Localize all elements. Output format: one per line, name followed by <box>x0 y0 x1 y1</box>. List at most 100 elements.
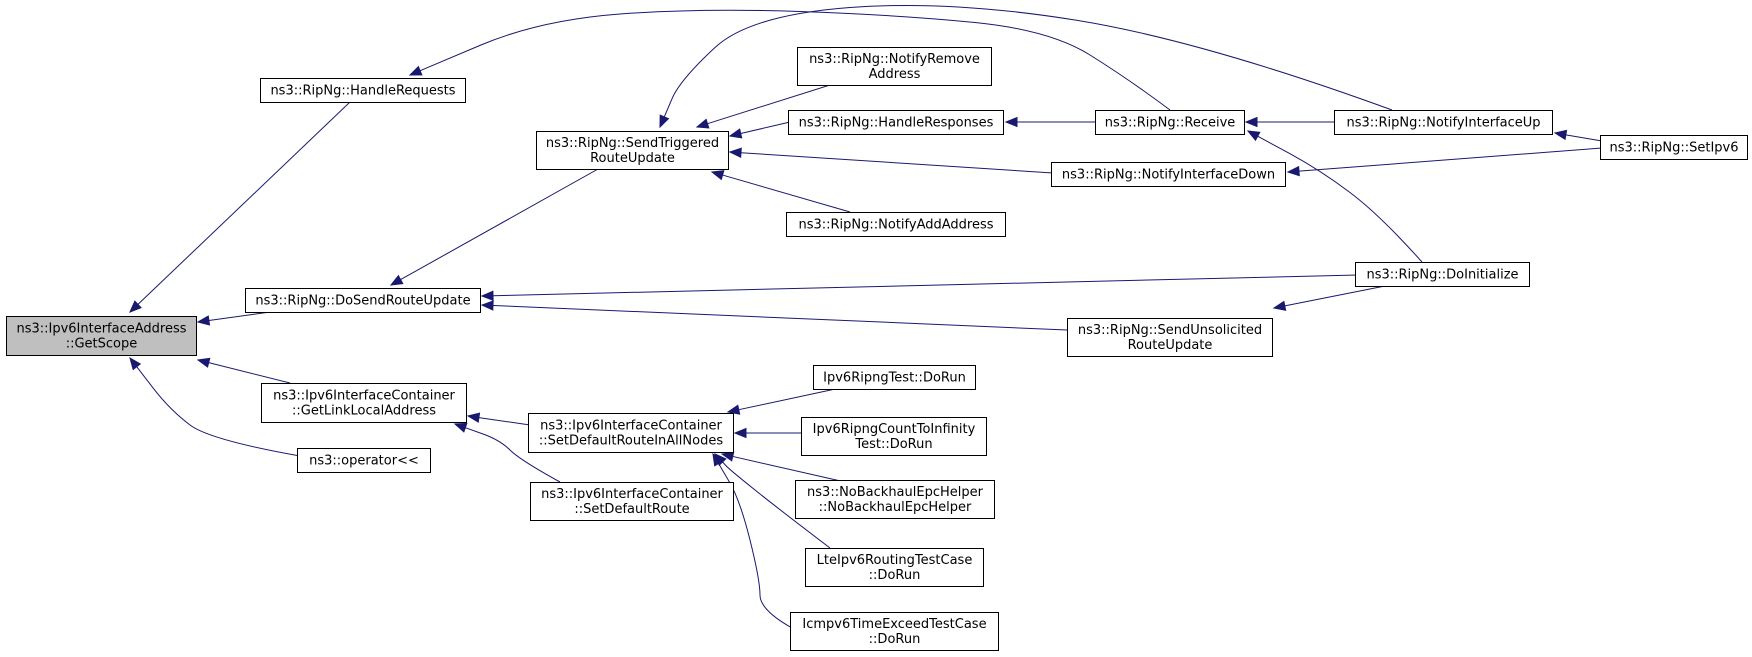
node-label: LteIpv6RoutingTestCase <box>817 553 973 568</box>
edge-setdefault-to-getlinklocal <box>453 422 561 483</box>
edge-line <box>722 174 851 213</box>
edge-layer <box>129 4 1603 629</box>
node-box <box>797 47 992 86</box>
edge-icmpv6-to-setdefaultall <box>712 452 793 629</box>
arrowhead-icon <box>1244 116 1258 128</box>
edge-notifyup-to-receive <box>1244 116 1336 128</box>
node-label: ns3::RipNg::SendTriggered <box>546 136 719 151</box>
node-box <box>6 316 197 356</box>
node-handlerequests[interactable]: ns3::RipNg::HandleRequests <box>260 78 466 103</box>
edge-receive-to-handleresponses <box>1004 116 1097 128</box>
node-box <box>1051 162 1286 187</box>
edge-nobackhaul-to-setdefaultall <box>720 451 846 483</box>
node-box <box>1334 110 1553 135</box>
arrowhead-icon <box>733 427 747 439</box>
node-label: ::SetDefaultRoute <box>574 502 689 517</box>
node-label: ns3::RipNg::SetIpv6 <box>1609 141 1738 156</box>
node-box <box>1355 262 1530 287</box>
edge-notifyremove-to-sendtriggered <box>695 84 831 129</box>
node-label: ::DoRun <box>869 568 921 583</box>
edge-line <box>718 463 793 629</box>
node-dosendrouteupdate[interactable]: ns3::RipNg::DoSendRouteUpdate <box>245 288 481 313</box>
arrowhead-icon <box>695 118 710 129</box>
edge-dosendrouteupdate-to-getscope <box>196 311 271 326</box>
edge-line <box>740 152 1054 174</box>
edge-line <box>137 101 351 305</box>
node-box <box>528 413 734 453</box>
node-label: ns3::Ipv6InterfaceContainer <box>540 419 722 434</box>
node-box <box>788 110 1004 135</box>
node-label: ns3::operator<< <box>309 454 419 469</box>
edge-setdefaultall-to-getlinklocal <box>466 412 531 426</box>
edge-line <box>722 461 831 549</box>
node-receive[interactable]: ns3::RipNg::Receive <box>1095 110 1245 135</box>
node-handleresponses[interactable]: ns3::RipNg::HandleResponses <box>788 110 1004 135</box>
node-getscope[interactable]: ns3::Ipv6InterfaceAddress::GetScope <box>6 316 197 356</box>
node-label: ::GetLinkLocalAddress <box>292 404 436 419</box>
node-setdefault[interactable]: ns3::Ipv6InterfaceContainer::SetDefaultR… <box>530 482 734 521</box>
node-setipv6[interactable]: ns3::RipNg::SetIpv6 <box>1600 135 1748 160</box>
node-label: ns3::RipNg::HandleRequests <box>270 84 455 99</box>
node-label: Ipv6RipngTest::DoRun <box>823 371 966 386</box>
edge-line <box>1284 285 1386 307</box>
edge-line <box>419 9 1171 111</box>
node-getlinklocal[interactable]: ns3::Ipv6InterfaceContainer::GetLinkLoca… <box>261 383 467 423</box>
edge-notifydown-to-sendtriggered <box>728 147 1054 174</box>
arrowhead-icon <box>1246 130 1261 142</box>
node-doinitialize[interactable]: ns3::RipNg::DoInitialize <box>1355 262 1530 287</box>
node-label: ns3::RipNg::DoInitialize <box>1366 268 1518 283</box>
node-box <box>261 383 467 423</box>
edge-setipv6-to-notifydown <box>1286 147 1603 177</box>
node-notifyadd[interactable]: ns3::RipNg::NotifyAddAddress <box>786 212 1006 237</box>
node-label: ns3::RipNg::HandleResponses <box>799 116 994 131</box>
node-label: Address <box>869 67 921 82</box>
arrowhead-icon <box>720 451 735 462</box>
edge-line <box>707 84 831 125</box>
node-operator[interactable]: ns3::operator<< <box>297 448 431 473</box>
edge-line <box>1565 134 1603 142</box>
node-ripngtest[interactable]: Ipv6RipngTest::DoRun <box>813 365 976 390</box>
node-box <box>795 480 995 519</box>
node-label: ns3::RipNg::NotifyRemove <box>809 52 980 67</box>
edge-line <box>1298 147 1603 172</box>
edge-line <box>1257 135 1423 263</box>
edge-notifyup-to-sendtriggered <box>659 4 1393 129</box>
node-label: ::GetScope <box>66 337 138 352</box>
arrowhead-icon <box>726 404 741 415</box>
node-label: ns3::Ipv6InterfaceContainer <box>541 487 723 502</box>
edge-line <box>738 387 841 411</box>
node-box <box>1067 318 1273 357</box>
node-label: ns3::RipNg::NotifyInterfaceDown <box>1062 168 1275 183</box>
node-nobackhaul[interactable]: ns3::NoBackhaulEpcHelper::NoBackhaulEpcH… <box>795 480 995 519</box>
edge-countinf-to-setdefaultall <box>733 427 803 439</box>
node-label: Ipv6RipngCountToInfinity <box>813 422 976 437</box>
arrowhead-icon <box>389 274 404 286</box>
node-label: ns3::NoBackhaulEpcHelper <box>807 485 984 500</box>
arrowhead-icon <box>129 356 142 371</box>
node-label: ns3::RipNg::NotifyAddAddress <box>798 218 993 233</box>
arrowhead-icon <box>728 128 743 139</box>
node-notifyup[interactable]: ns3::RipNg::NotifyInterfaceUp <box>1334 110 1553 135</box>
node-box <box>786 212 1006 237</box>
node-icmpv6[interactable]: Icmpv6TimeExceedTestCase::DoRun <box>790 612 999 651</box>
arrowhead-icon <box>712 452 724 467</box>
edge-handleresponses-to-sendtriggered <box>728 121 791 139</box>
node-box <box>801 417 987 456</box>
arrowhead-icon <box>1004 116 1018 128</box>
node-lteipv6[interactable]: LteIpv6RoutingTestCase::DoRun <box>805 548 984 587</box>
arrowhead-icon <box>480 290 494 301</box>
arrowhead-icon <box>196 315 211 326</box>
node-setdefaultall[interactable]: ns3::Ipv6InterfaceContainer::SetDefaultR… <box>528 413 734 453</box>
arrowhead-icon <box>453 422 468 433</box>
node-notifydown[interactable]: ns3::RipNg::NotifyInterfaceDown <box>1051 162 1286 187</box>
edge-line <box>465 427 561 483</box>
node-label: Icmpv6TimeExceedTestCase <box>802 617 986 632</box>
node-label: Test::DoRun <box>854 437 932 452</box>
arrowhead-icon <box>196 357 211 368</box>
node-label: RouteUpdate <box>590 151 675 166</box>
